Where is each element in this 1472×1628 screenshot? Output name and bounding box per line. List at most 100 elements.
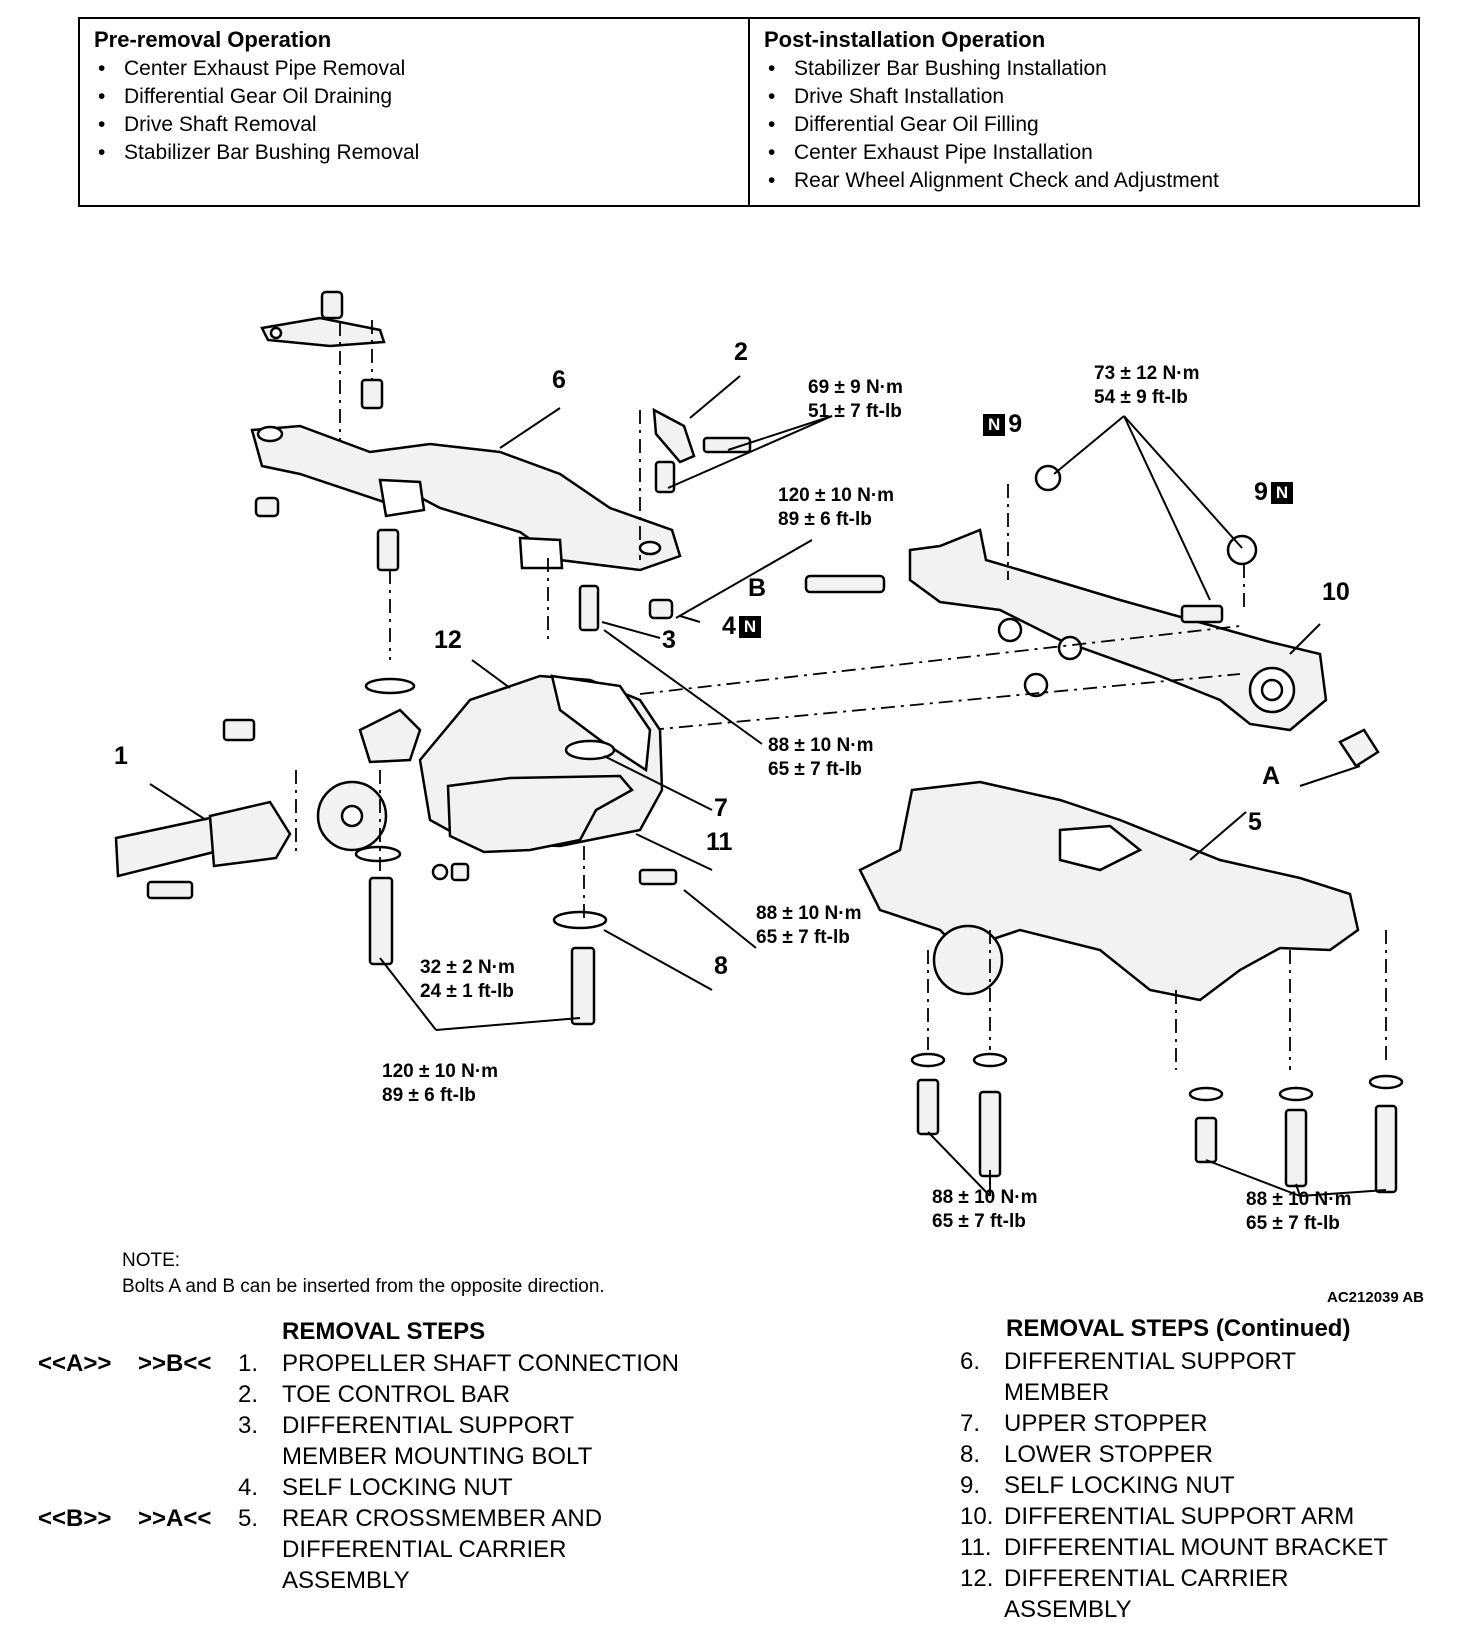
step-tag (38, 1379, 138, 1410)
label-b: B (748, 574, 767, 602)
step-tag (38, 1472, 138, 1503)
step-text: SELF LOCKING NUT (282, 1474, 513, 1501)
note-title: NOTE: (122, 1250, 181, 1271)
crossmember-bolts-part (910, 1052, 1404, 1194)
pre-removal-title: Pre-removal Operation (94, 27, 332, 52)
step-row: 6.DIFFERENTIAL SUPPORT (960, 1346, 1388, 1377)
step-tag: <<A>> (38, 1350, 112, 1377)
step-text: DIFFERENTIAL MOUNT BRACKET (1004, 1534, 1389, 1561)
step-number: 7. (960, 1410, 981, 1437)
step-number (238, 1534, 282, 1565)
step-tag: <<B>> (38, 1505, 112, 1532)
mount-bolt-part (578, 584, 600, 632)
step-tag (38, 1410, 138, 1441)
step-text: ASSEMBLY (1004, 1596, 1132, 1623)
step-text: DIFFERENTIAL SUPPORT (1004, 1348, 1297, 1375)
n-mark-icon: N (983, 414, 1006, 436)
list-item: Drive Shaft Removal (94, 111, 734, 139)
step-text: MEMBER MOUNTING BOLT (282, 1443, 593, 1470)
label-1: 1 (114, 742, 128, 770)
step-row: MEMBER (960, 1377, 1388, 1408)
upper-bracket-part (260, 290, 386, 410)
mount-bolt-part (368, 876, 394, 966)
figure-code: AC212039 AB (1327, 1289, 1424, 1306)
step-number (960, 1594, 1004, 1625)
step-number: 9. (960, 1472, 981, 1499)
removal-steps-title: REMOVAL STEPS (282, 1318, 486, 1345)
step-text: DIFFERENTIAL SUPPORT (282, 1412, 575, 1439)
label-12: 12 (434, 626, 462, 654)
step-number (238, 1565, 282, 1596)
step-row: 3.DIFFERENTIAL SUPPORT (38, 1410, 679, 1441)
step-row: MEMBER MOUNTING BOLT (38, 1441, 679, 1472)
post-installation-list: Stabilizer Bar Bushing Installation Driv… (764, 55, 1404, 195)
step-number: 12. (960, 1565, 994, 1592)
step-number: 4. (238, 1474, 259, 1501)
step-tag (138, 1534, 238, 1565)
insulator-part (364, 677, 416, 695)
list-item: Center Exhaust Pipe Installation (764, 139, 1404, 167)
note-text: Bolts A and B can be inserted from the o… (122, 1276, 605, 1297)
list-item: Center Exhaust Pipe Removal (94, 55, 734, 83)
list-item: Differential Gear Oil Filling (764, 111, 1404, 139)
list-item: Stabilizer Bar Bushing Installation (764, 55, 1404, 83)
bolt-a-part (1338, 728, 1380, 768)
label-7: 7 (714, 794, 728, 822)
step-tag (138, 1379, 238, 1410)
operations-table: Pre-removal Operation Center Exhaust Pip… (78, 17, 1420, 207)
mount-bolt-part (570, 946, 596, 1026)
step-row: 10.DIFFERENTIAL SUPPORT ARM (960, 1501, 1388, 1532)
step-tag (138, 1441, 238, 1472)
step-row: ASSEMBLY (960, 1594, 1388, 1625)
step-tag (38, 1441, 138, 1472)
step-row: 7.UPPER STOPPER (960, 1408, 1388, 1439)
step-number: 1. (238, 1350, 259, 1377)
list-item: Differential Gear Oil Draining (94, 83, 734, 111)
step-text: ASSEMBLY (282, 1567, 410, 1594)
step-row: <<B>>>>A<<5.REAR CROSSMEMBER AND (38, 1503, 679, 1534)
step-text: LOWER STOPPER (1004, 1441, 1213, 1468)
n-mark-icon: N (1270, 482, 1294, 504)
post-installation-title: Post-installation Operation (764, 27, 1046, 52)
lower-stopper-part (552, 910, 608, 930)
post-installation-column: Post-installation Operation Stabilizer B… (748, 19, 1418, 205)
rear-crossmember-part (858, 780, 1360, 1002)
step-number: 5. (238, 1505, 259, 1532)
step-text: MEMBER (1004, 1379, 1110, 1406)
label-3: 3 (662, 626, 676, 654)
step-text: DIFFERENTIAL SUPPORT ARM (1004, 1503, 1355, 1530)
step-text: DIFFERENTIAL CARRIER (282, 1536, 567, 1563)
step-row: 9.SELF LOCKING NUT (960, 1470, 1388, 1501)
step-row: ASSEMBLY (38, 1565, 679, 1596)
step-text: DIFFERENTIAL CARRIER (1004, 1565, 1289, 1592)
note: NOTE: Bolts A and B can be inserted from… (122, 1248, 605, 1300)
label-a: A (1262, 762, 1281, 790)
label-6: 6 (552, 366, 566, 394)
step-tag (138, 1472, 238, 1503)
step-tag: >>A<< (138, 1505, 212, 1532)
step-number: 11. (960, 1534, 992, 1561)
removal-steps-continued-title: REMOVAL STEPS (Continued) (1006, 1315, 1351, 1342)
label-11: 11 (706, 828, 733, 856)
step-text: PROPELLER SHAFT CONNECTION (282, 1350, 679, 1377)
step-tag (138, 1410, 238, 1441)
pre-removal-column: Pre-removal Operation Center Exhaust Pip… (80, 19, 748, 205)
differential-support-member-part (250, 424, 682, 572)
step-tag: >>B<< (138, 1350, 212, 1377)
label-2: 2 (734, 338, 748, 366)
leader-lines (149, 375, 1387, 1197)
step-number (960, 1377, 1004, 1408)
label-8: 8 (714, 952, 728, 980)
differential-mount-bracket-part (446, 774, 634, 854)
